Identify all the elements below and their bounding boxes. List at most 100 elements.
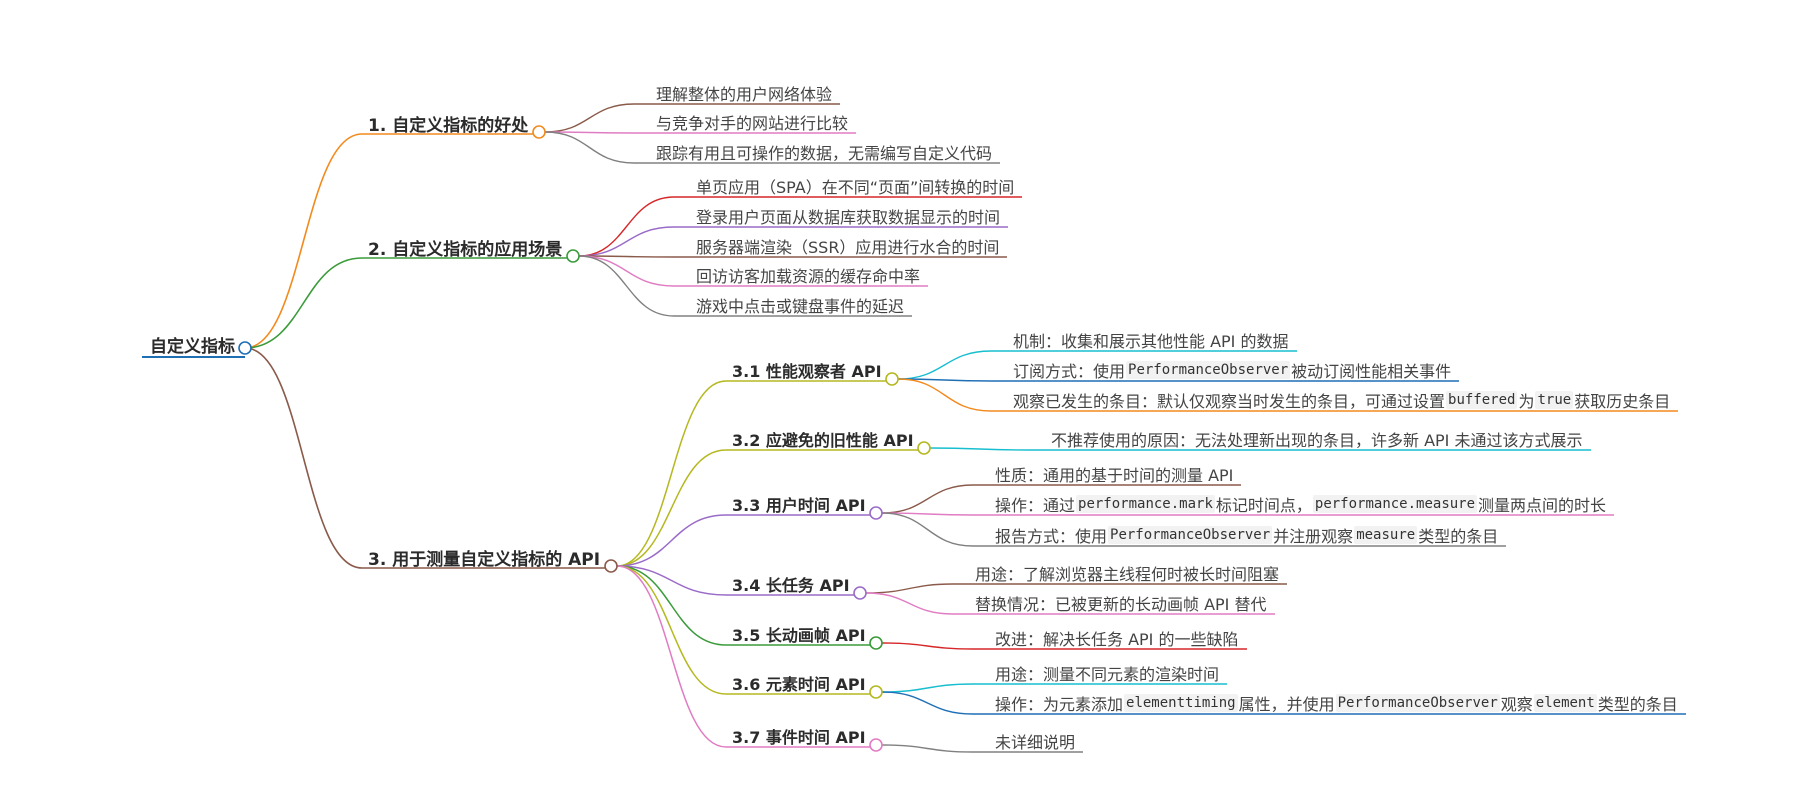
branch-connector	[244, 257, 363, 349]
leaf-text: 改进：解决长任务 API 的一些缺陷	[995, 630, 1239, 649]
code-snippet: performance.measure	[1312, 495, 1478, 513]
leaf-connector	[881, 642, 974, 650]
subbranch-collapse-toggle[interactable]	[869, 685, 883, 699]
node-label: 3.1 性能观察者 API	[732, 362, 882, 381]
branch-connector	[244, 347, 363, 569]
leaf-text: 用途：了解浏览器主线程何时被长时间阻塞	[975, 565, 1280, 584]
subbranch-node[interactable]: 3.7 事件时间 API	[732, 724, 866, 748]
branch-1-node[interactable]: 1. 自定义指标的好处	[368, 111, 528, 136]
leaf-text: 类型的条目	[1597, 695, 1678, 714]
leaf-connector	[578, 226, 675, 257]
code-snippet: elementtiming	[1124, 694, 1238, 712]
leaf-text: 测量两点间的时长	[1478, 496, 1607, 515]
leaf-node: 不推荐使用的原因：无法处理新出现的条目，许多新 API 未通过该方式展示	[1051, 427, 1583, 451]
subbranch-node[interactable]: 3.6 元素时间 API	[732, 671, 866, 695]
leaf-connector	[897, 350, 992, 380]
node-label: 3. 用于测量自定义指标的 API	[368, 550, 601, 570]
leaf-connector	[578, 255, 675, 258]
branch-3-collapse-toggle[interactable]	[604, 559, 618, 573]
subbranch-collapse-toggle[interactable]	[869, 506, 883, 520]
leaf-connector	[865, 583, 954, 594]
leaf-text: 被动订阅性能相关事件	[1291, 362, 1452, 381]
leaf-connector	[881, 512, 974, 516]
subbranch-node[interactable]: 3.4 长任务 API	[732, 572, 850, 596]
leaf-connector	[881, 744, 974, 753]
leaf-connector	[881, 512, 974, 547]
subbranch-connector	[616, 449, 727, 567]
leaf-node: 用途：测量不同元素的渲染时间	[995, 661, 1219, 685]
leaf-text: 跟踪有用且可操作的数据，无需编写自定义代码	[656, 144, 993, 163]
node-label: 3.7 事件时间 API	[732, 728, 866, 747]
branch-3-node[interactable]: 3. 用于测量自定义指标的 API	[368, 545, 600, 570]
branch-2-node[interactable]: 2. 自定义指标的应用场景	[368, 235, 562, 260]
leaf-node: 改进：解决长任务 API 的一些缺陷	[995, 626, 1239, 650]
leaf-text: 回访访客加载资源的缓存命中率	[696, 267, 921, 286]
code-snippet: buffered	[1446, 391, 1518, 409]
branch-1-collapse-toggle[interactable]	[532, 125, 546, 139]
leaf-node: 服务器端渲染（SSR）应用进行水合的时间	[696, 234, 999, 258]
code-snippet: PerformanceObserver	[1335, 694, 1500, 712]
leaf-connector	[578, 196, 675, 257]
leaf-node: 理解整体的用户网络体验	[656, 81, 832, 105]
leaf-node: 性质：通用的基于时间的测量 API	[995, 462, 1233, 486]
root-collapse-toggle[interactable]	[238, 341, 252, 355]
leaf-text: 与竞争对手的网站进行比较	[656, 114, 849, 133]
subbranch-connector	[616, 565, 727, 748]
leaf-node: 回访访客加载资源的缓存命中率	[696, 263, 920, 287]
leaf-connector	[929, 447, 1030, 451]
subbranch-collapse-toggle[interactable]	[853, 586, 867, 600]
leaf-node: 与竞争对手的网站进行比较	[656, 110, 848, 134]
subbranch-connector	[616, 565, 727, 596]
leaf-node: 单页应用（SPA）在不同“页面”间转换的时间	[696, 174, 1014, 198]
leaf-connector	[578, 255, 675, 317]
subbranch-node[interactable]: 3.1 性能观察者 API	[732, 358, 882, 382]
subbranch-collapse-toggle[interactable]	[917, 441, 931, 455]
leaf-connector	[544, 103, 635, 133]
code-snippet: measure	[1354, 526, 1418, 544]
subbranch-connector	[616, 380, 727, 567]
subbranch-node[interactable]: 3.5 长动画帧 API	[732, 622, 866, 646]
leaf-text: 操作：通过	[995, 496, 1076, 515]
subbranch-node[interactable]: 3.2 应避免的旧性能 API	[732, 427, 914, 451]
subbranch-connector	[616, 565, 727, 695]
leaf-text: 替换情况：已被更新的长动画帧 API 替代	[975, 595, 1267, 614]
node-label: 自定义指标	[150, 337, 235, 357]
leaf-text: 性质：通用的基于时间的测量 API	[995, 466, 1234, 485]
subbranch-collapse-toggle[interactable]	[869, 738, 883, 752]
leaf-text: 登录用户页面从数据库获取数据显示的时间	[696, 208, 1001, 227]
node-label: 1. 自定义指标的好处	[368, 116, 529, 136]
subbranch-collapse-toggle[interactable]	[869, 636, 883, 650]
leaf-connector	[865, 592, 954, 615]
node-label: 3.3 用户时间 API	[732, 496, 866, 515]
leaf-text: 观察	[1500, 695, 1533, 714]
leaf-node: 替换情况：已被更新的长动画帧 API 替代	[975, 591, 1267, 615]
leaf-connector	[881, 683, 974, 693]
leaf-text: 类型的条目	[1418, 527, 1499, 546]
node-label: 3.4 长任务 API	[732, 576, 850, 595]
node-label: 3.6 元素时间 API	[732, 675, 866, 694]
leaf-text: 为	[1518, 392, 1535, 411]
leaf-connector	[881, 484, 974, 514]
leaf-text: 并注册观察	[1273, 527, 1354, 546]
leaf-text: 用途：测量不同元素的渲染时间	[995, 665, 1220, 684]
subbranch-connector	[616, 514, 727, 567]
code-snippet: PerformanceObserver	[1108, 526, 1273, 544]
subbranch-node[interactable]: 3.3 用户时间 API	[732, 492, 866, 516]
branch-2-collapse-toggle[interactable]	[566, 249, 580, 263]
leaf-text: 订阅方式：使用	[1013, 362, 1126, 381]
code-snippet: element	[1533, 694, 1597, 712]
leaf-text: 单页应用（SPA）在不同“页面”间转换的时间	[696, 178, 1015, 197]
subbranch-connector	[616, 565, 727, 646]
leaf-text: 理解整体的用户网络体验	[656, 85, 833, 104]
root-node[interactable]: 自定义指标	[150, 332, 235, 357]
leaf-text: 服务器端渲染（SSR）应用进行水合的时间	[696, 238, 1000, 257]
subbranch-collapse-toggle[interactable]	[885, 372, 899, 386]
leaf-text: 机制：收集和展示其他性能 API 的数据	[1013, 332, 1289, 351]
leaf-text: 游戏中点击或键盘事件的延迟	[696, 297, 905, 316]
leaf-connector	[544, 131, 635, 134]
